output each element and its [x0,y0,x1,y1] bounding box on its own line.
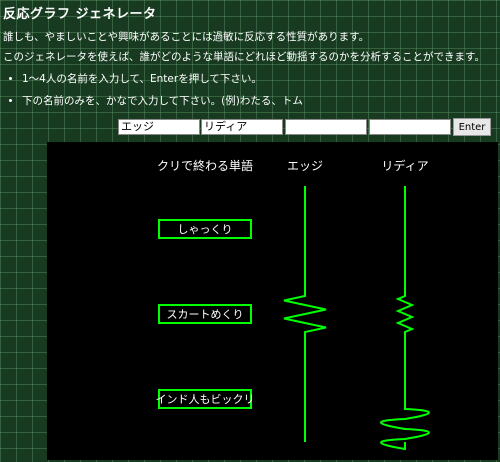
name-input-4[interactable] [369,119,451,135]
enter-button[interactable]: Enter [453,118,491,136]
name-input-1[interactable] [118,119,200,135]
word-column-header: クリで終わる単語 [157,158,253,173]
instruction-item: 下の名前のみを、かなで入力して下さい。(例)わたる、トム [22,93,303,108]
word-label: しゃっくり [178,223,233,236]
description-line-1: 誰しも、やましいことや興味があることには過敏に反応する性質があります。 [3,31,370,43]
reaction-graph-panel: クリで終わる単語しゃっくりスカートめくりインド人もビックリ エッジ リディア [47,142,498,460]
name-input-2[interactable] [201,119,283,135]
page-title: 反応グラフ ジェネレータ [3,7,157,22]
word-label: スカートめくり [167,308,244,321]
description-line-2: このジェネレータを使えば、誰がどのような単語にどれほど動揺するのかを分析すること… [3,51,485,63]
person-name-label: エッジ [287,159,323,173]
word-label: インド人もビックリ [156,393,255,406]
word-box [158,304,252,324]
reaction-line [283,186,327,442]
reaction-line [380,186,430,451]
word-box [158,389,252,409]
instructions-list: 1〜4人の名前を入力して、Enterを押して下さい。 下の名前のみを、かなで入力… [0,71,303,115]
instruction-item: 1〜4人の名前を入力して、Enterを押して下さい。 [22,71,303,86]
word-box [158,219,252,239]
person-name-label: リディア [381,158,428,173]
name-input-3[interactable] [285,119,367,135]
